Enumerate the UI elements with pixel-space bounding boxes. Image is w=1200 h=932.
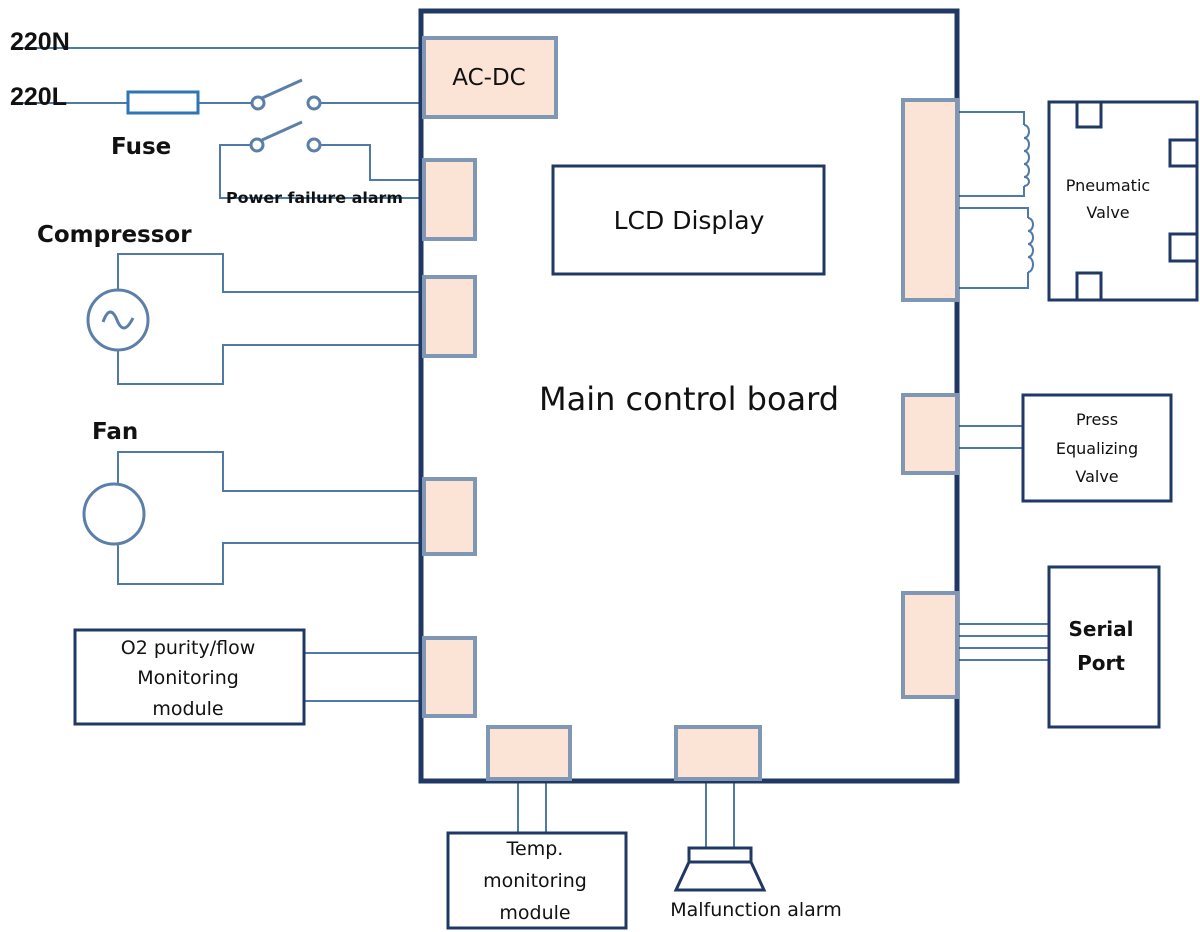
wire-power-failure-alarm — [219, 144, 421, 199]
temp-monitoring-module-box — [446, 831, 628, 930]
label-o2-line-1: O2 purity/flow — [121, 637, 256, 659]
wire-temp-module — [517, 780, 547, 833]
o2-monitoring-module-box — [73, 628, 306, 726]
switch-main-contact-left — [250, 95, 266, 111]
wire-malfunction-alarm — [705, 780, 735, 848]
valve-port-bottom — [1075, 271, 1103, 302]
fan-motor-icon — [82, 482, 146, 546]
ac-sine-icon — [101, 310, 135, 330]
switch-main-contact-right — [306, 95, 322, 111]
label-220l: 220L — [10, 83, 67, 111]
connector-compressor — [422, 275, 477, 358]
wire-o2-module — [304, 652, 421, 702]
label-compressor: Compressor — [37, 222, 192, 248]
wire-compressor — [117, 253, 421, 385]
coil-2 — [1027, 217, 1034, 273]
switch-symbols — [249, 78, 322, 153]
connector-pneumatic — [901, 98, 959, 302]
wiring — [12, 47, 1049, 848]
valve-port-right-top — [1168, 138, 1199, 168]
label-o2-line-3: module — [152, 698, 223, 720]
label-o2-line-2: Monitoring — [137, 667, 239, 689]
switch-alarm-contact-right — [306, 137, 322, 153]
connector-fan — [422, 477, 477, 556]
label-press-line-2: Equalizing — [1056, 439, 1138, 458]
label-pneumatic-line-2: Valve — [1086, 203, 1129, 222]
connector-serial — [901, 591, 959, 699]
connector-ac-dc — [422, 36, 558, 119]
wire-pneumatic-valve — [957, 111, 1029, 289]
connectors — [422, 36, 959, 781]
label-220n: 220N — [10, 28, 70, 56]
label-temp-line-3: module — [499, 902, 570, 924]
label-temp-line-1: Temp. — [506, 838, 564, 860]
switch-alarm-contact-left — [249, 137, 265, 153]
connector-o2-module — [422, 636, 477, 718]
label-main-control-board: Main control board — [539, 380, 839, 418]
coil-1 — [1023, 124, 1030, 187]
label-lcd-display: LCD Display — [614, 206, 765, 235]
wire-fan — [117, 451, 421, 585]
wire-press-equalizing-valve — [957, 425, 1023, 449]
switch-main-blade — [261, 78, 303, 100]
label-pneumatic-line-1: Pneumatic — [1066, 176, 1150, 195]
label-fuse: Fuse — [111, 134, 171, 160]
label-ac-dc: AC-DC — [452, 65, 525, 91]
label-power-failure-alarm: Power failure alarm — [226, 189, 403, 207]
valve-port-top — [1075, 100, 1103, 129]
label-serial-line-2: Port — [1077, 651, 1125, 675]
wire-serial-port — [957, 623, 1049, 661]
label-temp-line-2: monitoring — [483, 870, 587, 892]
main-control-board — [418, 8, 960, 784]
press-equalizing-valve-box — [1021, 393, 1173, 503]
speaker-icon — [673, 846, 767, 892]
connector-malfunction — [674, 725, 762, 781]
lcd-display-box — [551, 164, 826, 276]
labels: 220N 220L Fuse Power failure alarm Compr… — [10, 28, 1150, 924]
valve-port-right-bottom — [1168, 232, 1199, 263]
connector-power-failure — [422, 158, 477, 241]
connector-press-equalizing — [901, 393, 959, 475]
fuse-symbol — [126, 90, 200, 115]
label-fan: Fan — [92, 419, 138, 445]
pneumatic-valve-box — [1047, 100, 1199, 302]
switch-alarm-blade — [261, 120, 303, 142]
label-malfunction-alarm: Malfunction alarm — [670, 899, 842, 921]
connector-temp — [486, 725, 572, 781]
label-press-line-1: Press — [1076, 410, 1118, 429]
serial-port-box — [1047, 565, 1161, 729]
label-press-line-3: Valve — [1075, 467, 1118, 486]
label-serial-line-1: Serial — [1068, 617, 1133, 641]
